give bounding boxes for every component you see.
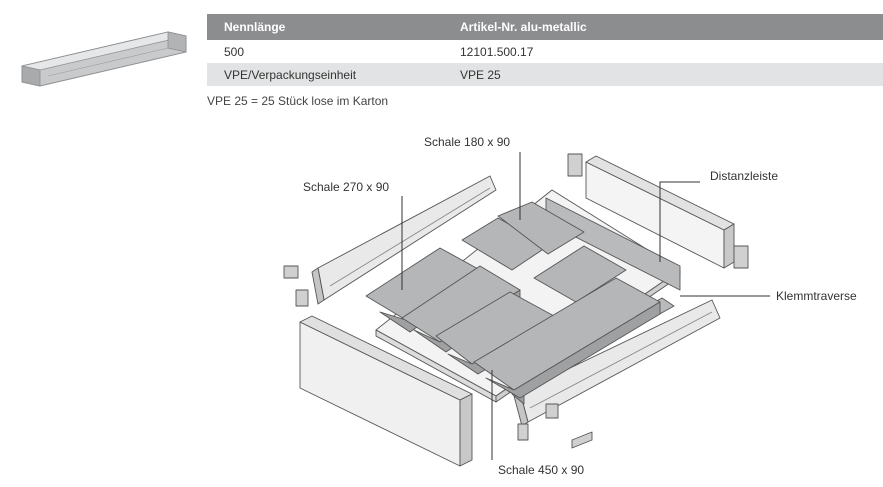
fitting-front-a: [517, 423, 529, 441]
table-row: VPE/Verpackungseinheit VPE 25: [207, 63, 883, 86]
tray-180-c: [533, 245, 627, 303]
label-distanzleiste: Distanzleiste: [710, 169, 778, 183]
table-cell: 12101.500.17: [460, 44, 534, 59]
fitting-front-b: [545, 403, 559, 419]
table-row: 500 12101.500.17: [207, 40, 883, 63]
table-header-row: Nennlänge Artikel-Nr. alu-metallic: [207, 14, 883, 40]
fitting-rear-right: [733, 245, 749, 269]
label-schale-270: Schale 270 x 90: [303, 180, 389, 194]
fitting-left-bottom: [295, 289, 309, 307]
column-header-artikel-nr: Artikel-Nr. alu-metallic: [460, 14, 883, 40]
fitting-front-c: [571, 431, 593, 449]
fitting-left-top: [283, 265, 299, 279]
label-schale-180: Schale 180 x 90: [424, 135, 510, 149]
packaging-note: VPE 25 = 25 Stück lose im Karton: [207, 94, 389, 108]
product-thumbnail: [21, 31, 187, 87]
spec-table: Nennlänge Artikel-Nr. alu-metallic 500 1…: [207, 14, 883, 86]
label-klemmtraverse: Klemmtraverse: [776, 289, 857, 303]
column-header-nennlaenge: Nennlänge: [207, 14, 460, 40]
label-schale-450: Schale 450 x 90: [498, 463, 584, 477]
table-cell: 500: [224, 44, 245, 59]
table-cell: VPE 25: [460, 63, 883, 86]
table-cell: VPE/Verpackungseinheit: [207, 63, 460, 86]
fitting-rear-left: [567, 153, 583, 177]
